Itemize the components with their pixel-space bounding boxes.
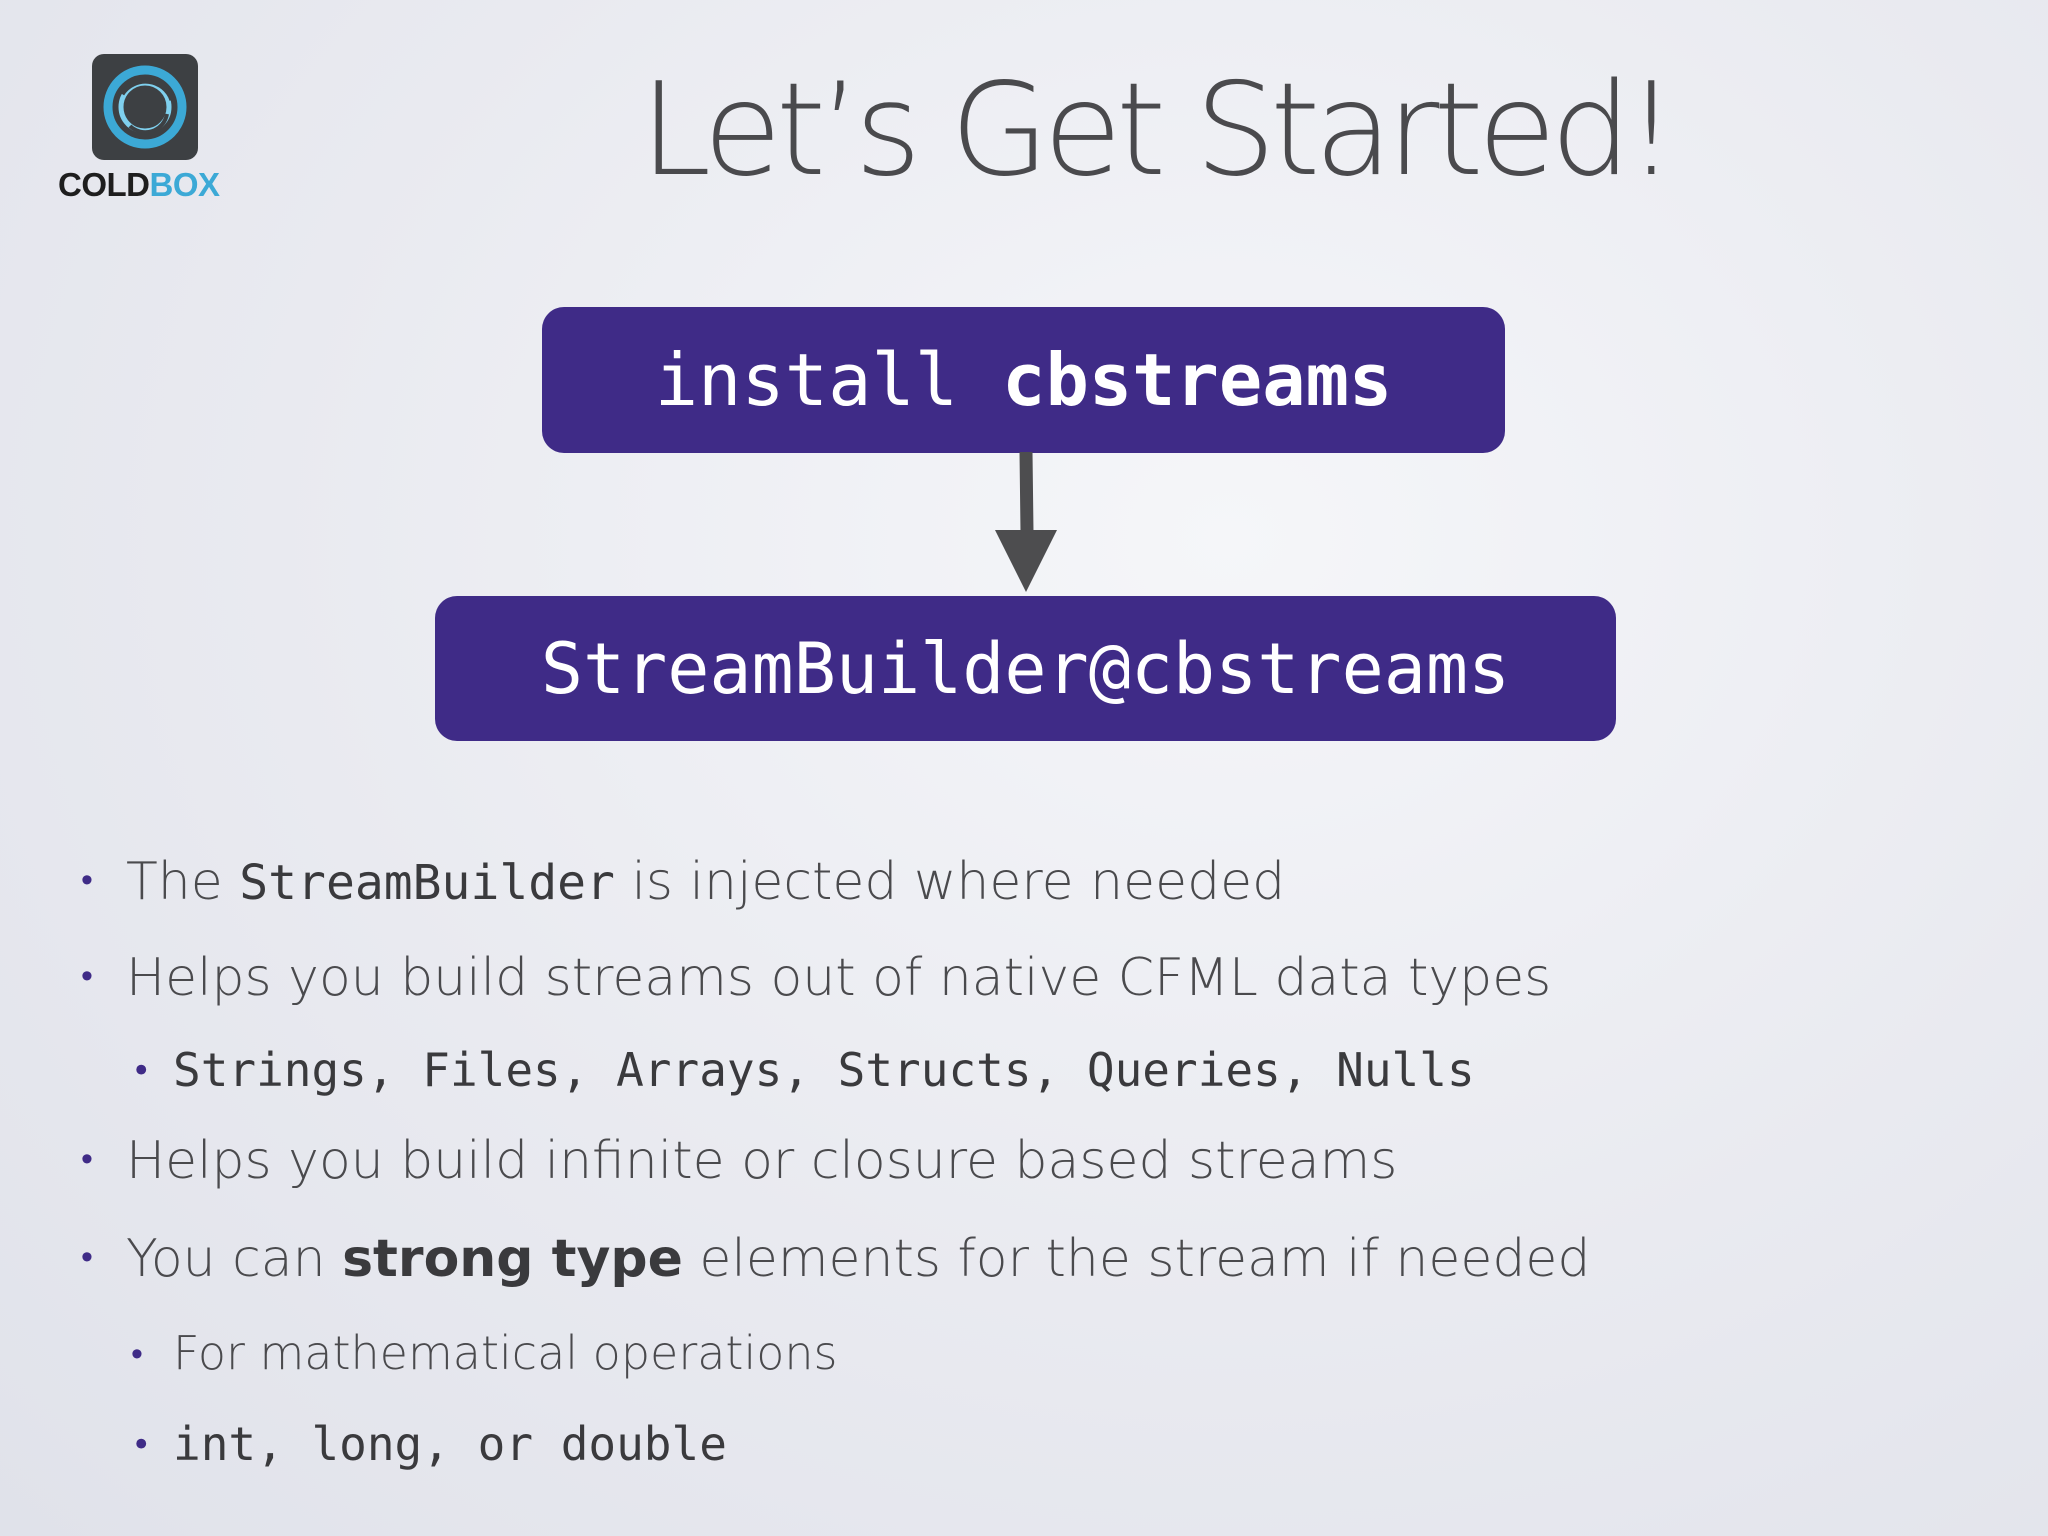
bullet-text: is injected where needed [614,852,1286,912]
coldbox-logo-icon [92,54,198,160]
bullet-dot: • [131,1334,143,1374]
install-keyword: install [654,338,959,422]
bullet-text: Helps you build infinite or closure base… [126,1131,1398,1191]
wordmark-box: BOX [149,166,221,203]
bullet-item: • Helps you build streams out of native … [81,948,1552,1008]
bullet-dot: • [131,1425,152,1465]
sub-bullet-item: • int, long, or double [131,1417,727,1471]
injection-id-box: StreamBuilder@cbstreams [435,596,1616,741]
bullet-code: StreamBuilder [239,855,615,911]
bullet-text: Helps you build streams out of native CF… [126,948,1552,1008]
bullet-item: • The StreamBuilder is injected where ne… [81,852,1286,912]
down-arrow-icon [995,452,1057,592]
coldbox-logo: COLDBOX [58,54,238,204]
bullet-dot: • [81,956,93,996]
bullet-code: int, long, or double [173,1417,727,1471]
bullet-dot: • [81,860,93,900]
install-package: cbstreams [1002,338,1393,422]
bullet-text: The [126,852,240,912]
bullet-text: For mathematical operations [173,1326,838,1380]
install-command-box: install cbstreams [542,307,1505,453]
bullet-item: • You can strong type elements for the s… [81,1229,1591,1289]
wordmark-cold: COLD [58,166,150,203]
bullet-code: Strings, Files, Arrays, Structs, Queries… [173,1043,1475,1097]
bullet-item: • Helps you build infinite or closure ba… [81,1131,1398,1191]
coldbox-wordmark: COLDBOX [58,166,220,204]
bullet-strong: strong type [342,1229,683,1289]
bullet-text: You can [126,1229,343,1289]
slide-title: Let’s Get Started! [640,56,1677,205]
bullet-text: elements for the stream if needed [682,1229,1591,1289]
sub-bullet-item: • Strings, Files, Arrays, Structs, Queri… [131,1043,1475,1097]
bullet-dot: • [131,1051,152,1091]
swirl-icon [103,65,187,149]
bullet-dot: • [81,1139,93,1179]
bullet-dot: • [81,1237,93,1277]
sub-bullet-item: • For mathematical operations [131,1326,838,1380]
